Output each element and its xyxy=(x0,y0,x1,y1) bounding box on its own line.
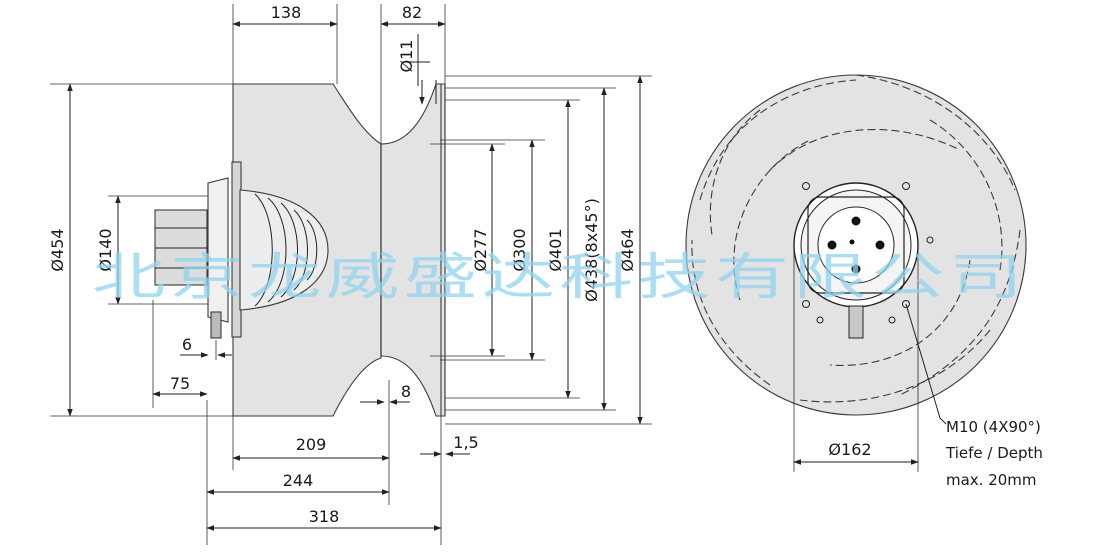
hub-plate xyxy=(807,196,905,294)
dim-dia-300: Ø300 xyxy=(510,228,529,271)
dim-dia-11: Ø11 xyxy=(397,40,416,73)
dim-dia-162: Ø162 xyxy=(828,440,871,459)
dim-top-138: 138 xyxy=(271,3,302,22)
motor xyxy=(207,177,229,323)
thread-note-line2: Tiefe / Depth xyxy=(945,444,1043,462)
dim-318: 318 xyxy=(309,507,340,526)
front-view: Ø162 M10 (4X90°) Tiefe / Depth max. 20mm xyxy=(685,74,1043,489)
dim-209: 209 xyxy=(296,435,327,454)
thread-note-line3: max. 20mm xyxy=(946,471,1037,489)
dim-244: 244 xyxy=(283,471,314,490)
front-cable-gland xyxy=(848,305,864,339)
dim-dia-464: Ø464 xyxy=(618,228,637,271)
side-view: 138 82 Ø11 Ø454 Ø140 Ø277 Ø300 Ø401 Ø438… xyxy=(48,3,652,545)
dim-dia-454: Ø454 xyxy=(48,228,67,271)
dim-dia-277: Ø277 xyxy=(471,228,490,271)
dim-6: 6 xyxy=(182,335,192,354)
dim-1-5: 1,5 xyxy=(453,433,478,452)
dim-dia-401: Ø401 xyxy=(546,228,565,271)
company-watermark: 北京龙威盛达科技有限公司 xyxy=(92,248,1027,306)
cable-gland xyxy=(210,311,222,339)
dim-top-82: 82 xyxy=(402,3,422,22)
dim-8: 8 xyxy=(401,382,411,401)
dim-dia-140: Ø140 xyxy=(96,228,115,271)
dim-75: 75 xyxy=(170,374,190,393)
thread-note-line1: M10 (4X90°) xyxy=(946,418,1041,436)
dim-dia-438: Ø438(8x45°) xyxy=(582,198,601,302)
